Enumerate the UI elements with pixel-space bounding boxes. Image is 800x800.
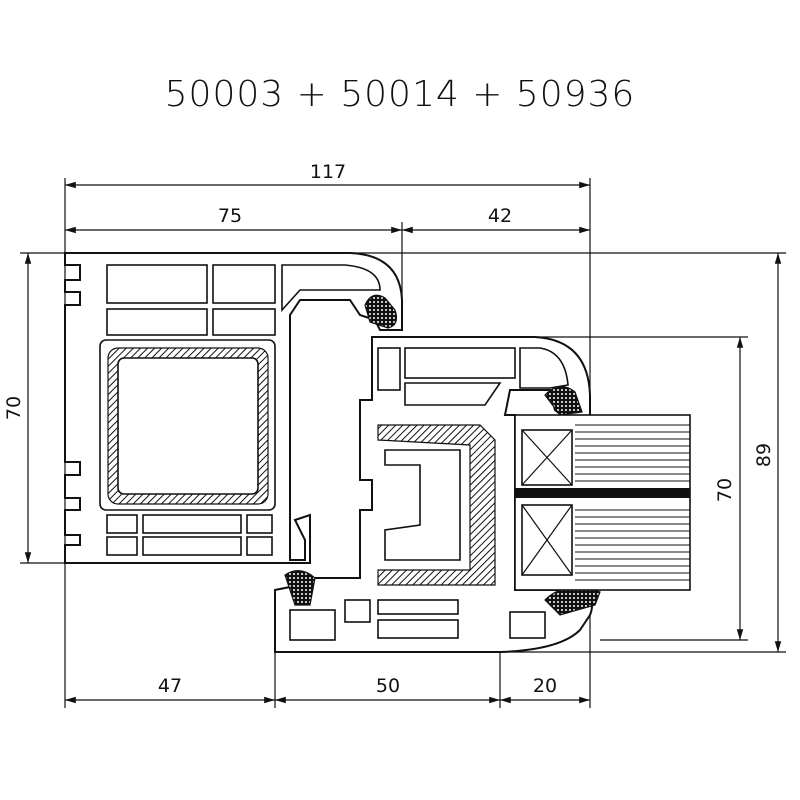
dimension-bottom-middle: 50	[275, 675, 500, 704]
extension-lines	[20, 178, 786, 708]
dimension-bottom-left: 47	[65, 675, 275, 704]
dim-label: 47	[158, 675, 182, 697]
dimension-frame-height: 70	[3, 253, 32, 563]
dim-label: 70	[714, 478, 736, 502]
dim-label: 70	[3, 396, 25, 420]
dimension-frame-width: 75	[65, 205, 402, 234]
gasket-sash-top	[544, 386, 583, 416]
frame-profile	[64, 252, 403, 564]
gasket-bottom-left	[284, 570, 316, 606]
sash-profile	[274, 336, 601, 653]
dimension-sash-height: 70	[714, 337, 744, 640]
dim-label: 89	[753, 443, 775, 467]
dimension-sash-offset: 42	[402, 205, 590, 234]
dim-label: 75	[218, 205, 242, 227]
drawing-title: 50003 + 50014 + 50936	[164, 74, 636, 115]
glazing-unit	[514, 414, 691, 591]
dim-label: 20	[533, 675, 557, 697]
dimension-overall-width: 117	[65, 161, 590, 189]
gasket-top	[364, 294, 398, 329]
dim-label: 42	[488, 205, 512, 227]
dimension-bottom-right: 20	[500, 675, 590, 704]
dimension-total-height: 89	[753, 253, 782, 652]
dim-label: 117	[310, 161, 346, 183]
dim-label: 50	[376, 675, 400, 697]
